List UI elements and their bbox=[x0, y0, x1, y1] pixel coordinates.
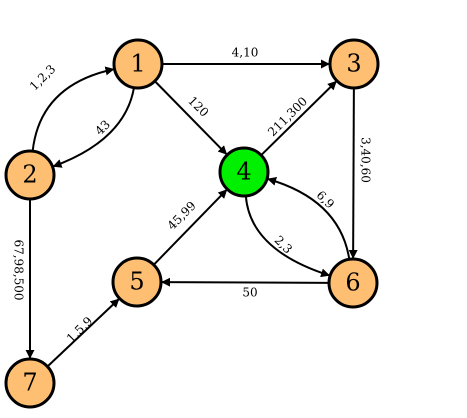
node-label-4: 4 bbox=[236, 158, 251, 186]
node-label-1: 1 bbox=[130, 50, 145, 78]
edge-label-5-to-4: 45,99 bbox=[165, 199, 199, 233]
node-circle-1 bbox=[112, 38, 164, 90]
edge-1-to-4 bbox=[154, 80, 228, 155]
node-circle-4 bbox=[218, 146, 270, 198]
edge-label-4-to-6: 2,3 bbox=[272, 233, 295, 256]
node-2: 2 bbox=[4, 149, 56, 201]
edge-2-to-1 bbox=[31, 66, 115, 152]
node-5: 5 bbox=[111, 256, 163, 308]
edge-4-to-6 bbox=[244, 195, 331, 278]
edge-label-2-to-7: 67,98,500 bbox=[12, 239, 26, 300]
node-4: 4 bbox=[218, 146, 270, 198]
node-circle-7 bbox=[4, 357, 56, 409]
node-label-2: 2 bbox=[22, 161, 37, 189]
edge-label-1-to-3: 4,10 bbox=[232, 46, 259, 60]
edge-7-to-5 bbox=[46, 298, 120, 368]
node-6: 6 bbox=[327, 257, 379, 309]
edge-5-to-4 bbox=[153, 189, 228, 266]
node-circle-5 bbox=[111, 256, 163, 308]
node-1: 1 bbox=[112, 38, 164, 90]
node-label-6: 6 bbox=[345, 269, 360, 297]
node-label-5: 5 bbox=[129, 268, 144, 296]
node-circle-6 bbox=[327, 257, 379, 309]
node-label-3: 3 bbox=[346, 50, 361, 78]
edge-6-to-5 bbox=[161, 277, 330, 287]
edge-label-6-to-4: 6,9 bbox=[314, 188, 337, 211]
node-label-7: 7 bbox=[22, 369, 37, 397]
edge-label-7-to-5: 1,5,9 bbox=[64, 314, 95, 345]
node-circle-2 bbox=[4, 149, 56, 201]
node-circle-3 bbox=[328, 38, 380, 90]
edge-6-to-4 bbox=[267, 176, 351, 260]
node-7: 7 bbox=[4, 357, 56, 409]
edge-1-to-2 bbox=[52, 87, 135, 168]
edge-4-to-3 bbox=[260, 80, 337, 156]
edge-label-6-to-5: 50 bbox=[242, 286, 257, 300]
edge-3-to-6 bbox=[348, 87, 358, 259]
nodes-layer: 1 2 3 4 5 6 7 bbox=[4, 38, 380, 409]
edge-label-3-to-6: 3,40,60 bbox=[359, 137, 373, 183]
edge-label-4-to-3: 211,300 bbox=[265, 94, 310, 139]
edge-label-2-to-1: 1,2,3 bbox=[27, 62, 58, 93]
edge-label-1-to-2: 43 bbox=[92, 117, 113, 138]
node-3: 3 bbox=[328, 38, 380, 90]
